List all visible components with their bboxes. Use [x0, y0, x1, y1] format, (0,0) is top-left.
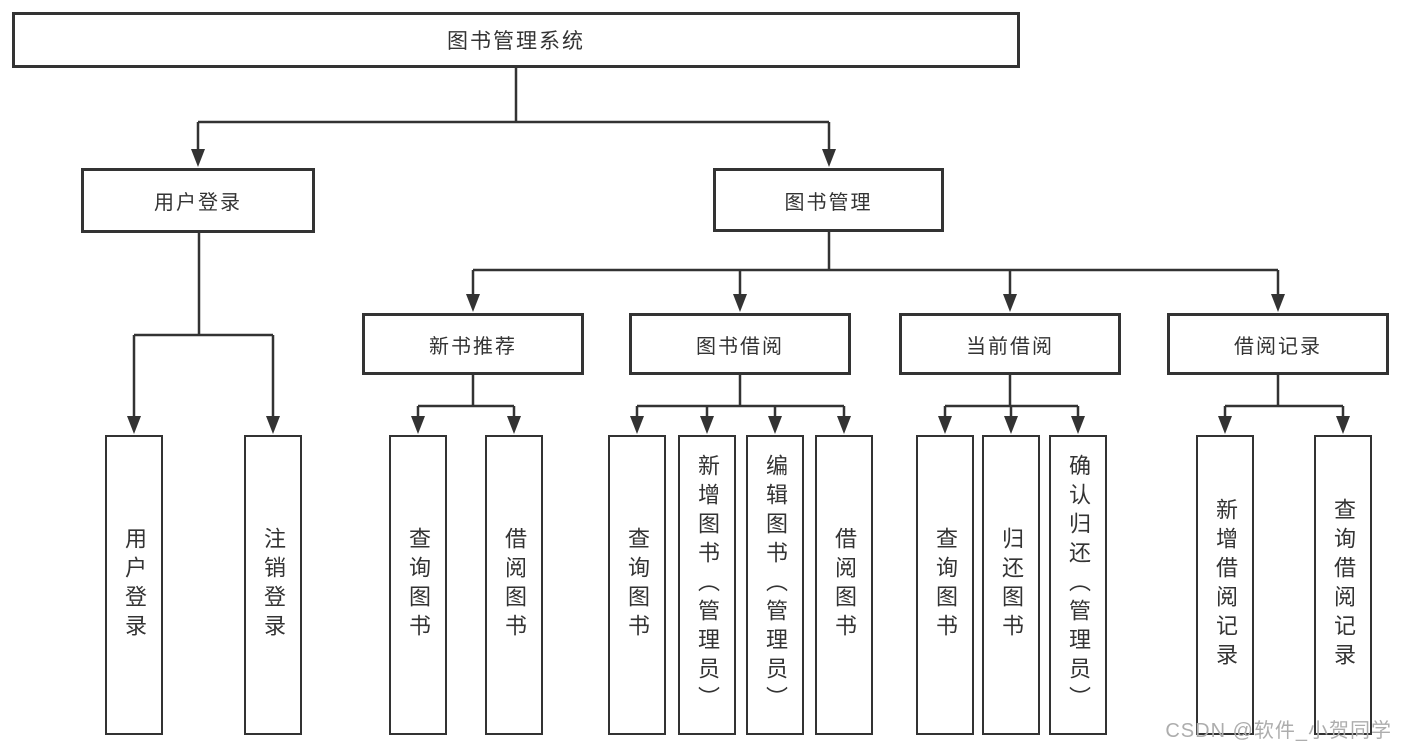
watermark: CSDN @软件_小贺同学 [1165, 720, 1392, 742]
leaf-return-books: 归还图书 [982, 435, 1040, 735]
node-label: 用户登录 [154, 192, 242, 214]
arrow-icon [507, 416, 521, 434]
node-user-login: 用户登录 [81, 168, 315, 233]
node-label: 图书管理系统 [447, 30, 585, 53]
arrow-icon [1218, 416, 1232, 434]
leaf-query-books-recommend: 查询图书 [389, 435, 447, 735]
leaf-add-borrow-record: 新增借阅记录 [1196, 435, 1254, 735]
arrow-icon [127, 416, 141, 434]
leaf-query-books-borrowing: 查询图书 [608, 435, 666, 735]
arrow-icon [938, 416, 952, 434]
leaf-query-borrow-record: 查询借阅记录 [1314, 435, 1372, 735]
leaf-borrow-books-recommend: 借阅图书 [485, 435, 543, 735]
leaf-label: 借阅图书 [502, 526, 527, 644]
leaf-label: 新增借阅记录 [1213, 497, 1238, 673]
leaf-label: 查询图书 [406, 526, 431, 644]
leaf-label: 新增图书（管理员） [695, 454, 720, 716]
arrow-icon [837, 416, 851, 434]
leaf-user-login: 用户登录 [105, 435, 163, 735]
node-book-management-system: 图书管理系统 [12, 12, 1020, 68]
arrow-icon [1336, 416, 1350, 434]
leaf-label: 归还图书 [999, 526, 1024, 644]
node-label: 图书借阅 [696, 335, 784, 358]
node-book-management: 图书管理 [713, 168, 944, 232]
leaf-label: 注销登录 [261, 526, 286, 644]
node-label: 借阅记录 [1234, 335, 1322, 358]
node-current-borrowing: 当前借阅 [899, 313, 1121, 375]
leaf-add-book-admin: 新增图书（管理员） [678, 435, 736, 735]
node-borrowing-records: 借阅记录 [1167, 313, 1389, 375]
arrow-icon [1003, 294, 1017, 312]
arrow-icon [733, 294, 747, 312]
leaf-label: 编辑图书（管理员） [763, 454, 788, 716]
arrow-icon [768, 416, 782, 434]
leaf-borrow-books-borrowing: 借阅图书 [815, 435, 873, 735]
leaf-label: 查询借阅记录 [1331, 497, 1356, 673]
arrow-icon [1071, 416, 1085, 434]
arrow-icon [1271, 294, 1285, 312]
leaf-query-books-current: 查询图书 [916, 435, 974, 735]
leaf-logout: 注销登录 [244, 435, 302, 735]
node-new-book-recommend: 新书推荐 [362, 313, 584, 375]
arrowheads [127, 149, 1350, 434]
arrow-icon [191, 149, 205, 167]
connector-path [132, 68, 1345, 419]
node-label: 当前借阅 [966, 335, 1054, 358]
arrow-icon [266, 416, 280, 434]
leaf-confirm-return-admin: 确认归还（管理员） [1049, 435, 1107, 735]
arrow-icon [822, 149, 836, 167]
leaf-label: 确认归还（管理员） [1066, 454, 1091, 716]
node-label: 新书推荐 [429, 335, 517, 358]
leaf-label: 用户登录 [122, 526, 147, 644]
arrow-icon [700, 416, 714, 434]
leaf-label: 查询图书 [933, 526, 958, 644]
leaf-edit-book-admin: 编辑图书（管理员） [746, 435, 804, 735]
arrow-icon [630, 416, 644, 434]
arrow-icon [1004, 416, 1018, 434]
arrow-icon [411, 416, 425, 434]
node-label: 图书管理 [784, 191, 873, 214]
arrow-icon [466, 294, 480, 312]
node-book-borrowing: 图书借阅 [629, 313, 851, 375]
leaf-label: 查询图书 [625, 526, 650, 644]
leaf-label: 借阅图书 [832, 526, 857, 644]
